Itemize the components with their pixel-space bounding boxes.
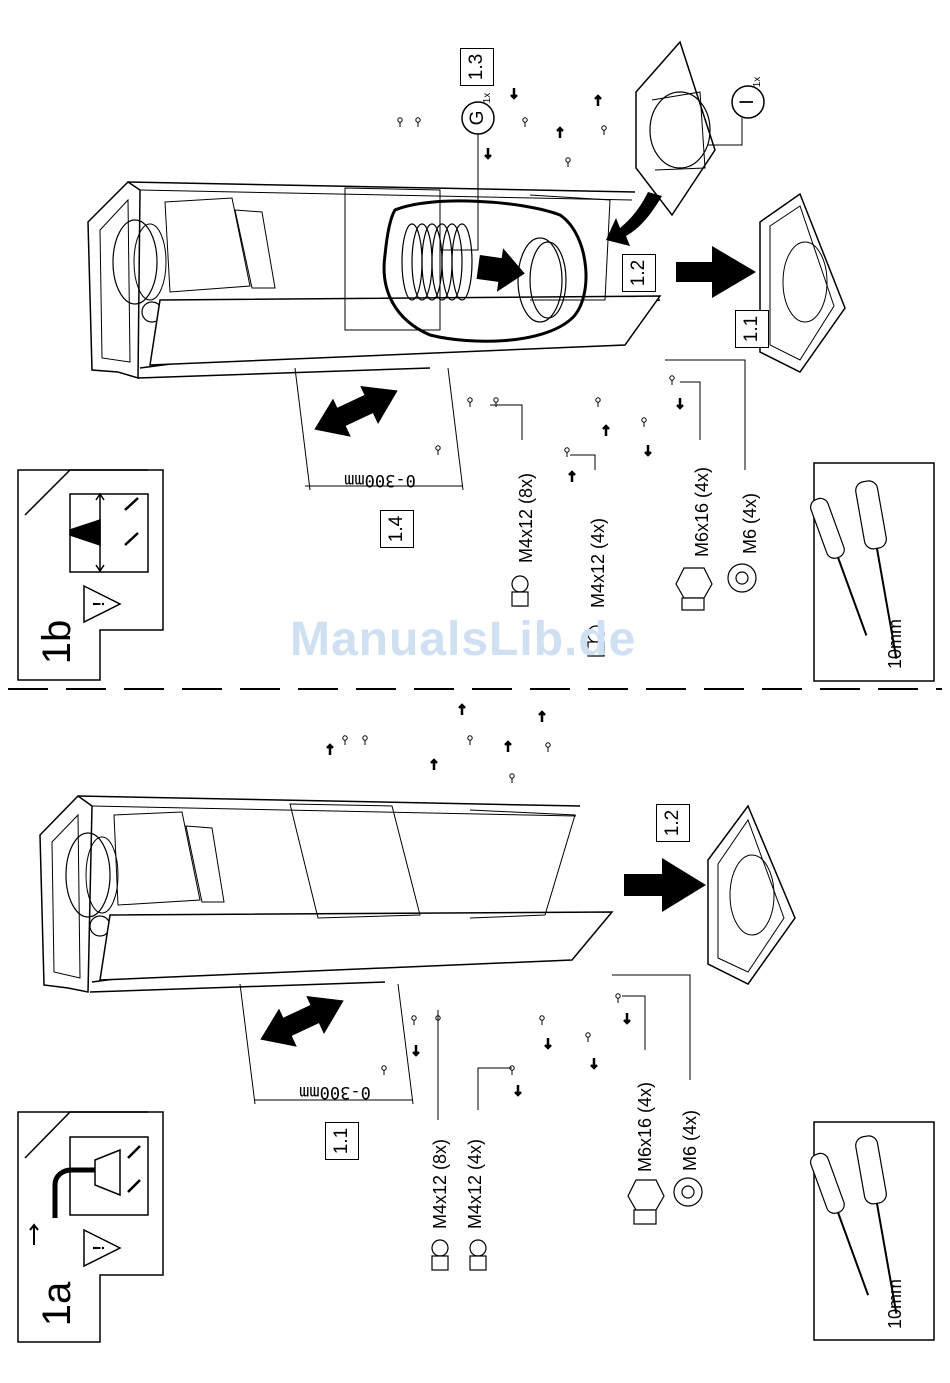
panel-1a-screws bbox=[327, 705, 630, 1095]
fastener-1b-m6x16-4: M6x16 (4x) bbox=[691, 437, 713, 557]
fastener-1a-m4x12-8: M4x12 (8x) bbox=[429, 1119, 451, 1229]
svg-text:!: ! bbox=[91, 601, 108, 606]
step-1a-1-2: 1.2 bbox=[656, 804, 690, 842]
tools-box-1b bbox=[808, 463, 934, 681]
watermark: ManualsLib.de bbox=[290, 612, 636, 667]
fastener-1a-m6x16-4: M6x16 (4x) bbox=[634, 1052, 656, 1172]
svg-text:!: ! bbox=[91, 1245, 108, 1250]
callout-i-qty: 1x bbox=[752, 72, 764, 92]
fastener-1b-m4x12-4: M4x12 (4x) bbox=[587, 498, 609, 608]
step-1b-1-4: 1.4 bbox=[380, 510, 414, 548]
panel-1a-unit bbox=[40, 796, 795, 1120]
step-1b-1-2: 1.2 bbox=[622, 254, 656, 292]
fastener-1b-m6-4: M6 (4x) bbox=[739, 474, 761, 554]
step-1b-1-1: 1.1 bbox=[735, 310, 769, 348]
panel-1a-id: 1a bbox=[35, 1265, 79, 1343]
fastener-1b-m4x12-8: M4x12 (8x) bbox=[515, 453, 537, 563]
fastener-1a-m6-4: M6 (4x) bbox=[679, 1091, 701, 1171]
callout-g-qty: 1x bbox=[482, 88, 494, 108]
callout-g-letter: G bbox=[467, 108, 489, 128]
tools-box-1a bbox=[808, 1122, 934, 1340]
step-1a-1-1: 1.1 bbox=[325, 1122, 359, 1160]
step-1b-1-3: 1.3 bbox=[460, 48, 494, 86]
tool-size-1a: 10mm bbox=[884, 1269, 906, 1329]
range-label-1b: 0-300mm bbox=[330, 470, 430, 490]
range-label-1a: 0-300mm bbox=[285, 1082, 385, 1102]
tool-size-1b: 10mm bbox=[884, 609, 906, 669]
fastener-1a-m4x12-4: M4x12 (4x) bbox=[464, 1119, 486, 1229]
callout-i-letter: I bbox=[737, 92, 759, 112]
panel-1b-id: 1b bbox=[35, 603, 79, 681]
